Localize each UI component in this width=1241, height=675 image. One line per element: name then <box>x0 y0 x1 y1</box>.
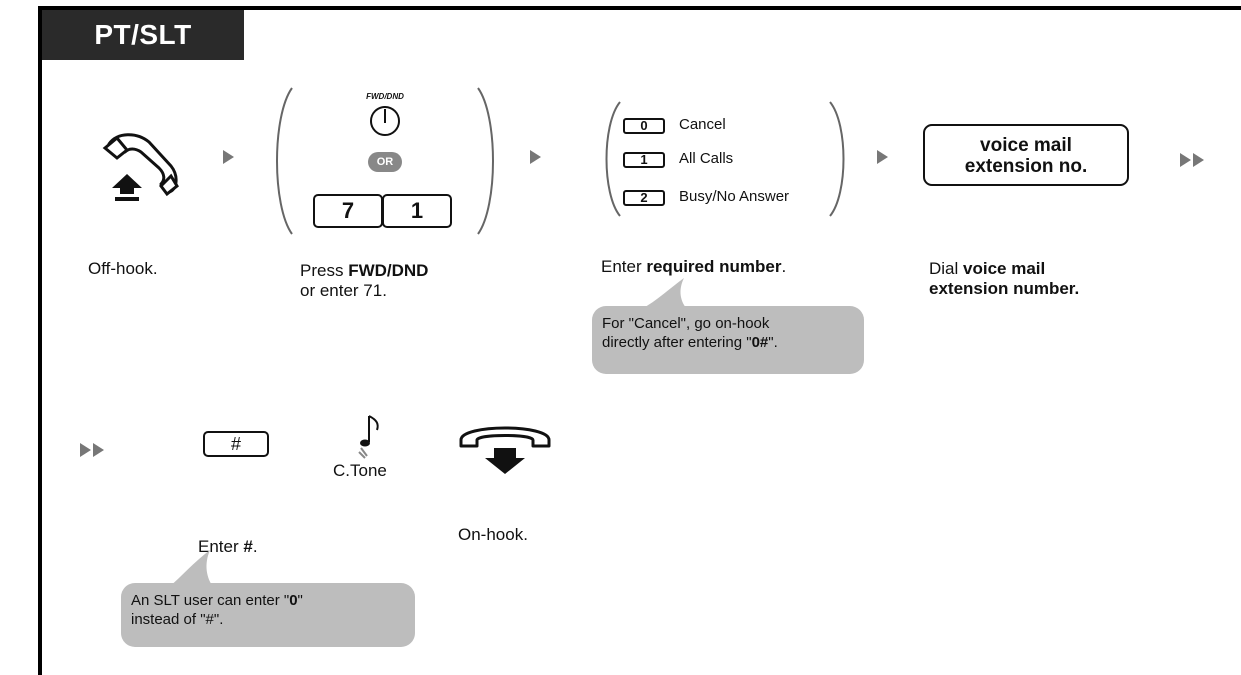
voice-mail-caption: Dial voice mail extension number. <box>929 259 1080 298</box>
off-hook-caption: Off-hook. <box>88 259 158 278</box>
continue-arrow-icon <box>80 443 91 457</box>
continue-arrow-icon <box>93 443 104 457</box>
tab-pt-slt: PT/SLT <box>42 10 244 60</box>
confirmation-tone-label: C.Tone <box>333 461 387 480</box>
callout-tail <box>640 278 688 310</box>
slt-note-bubble: An SLT user can enter "0" instead of "#"… <box>121 583 415 647</box>
left-paren-icon <box>605 101 621 217</box>
on-hook-handset-icon <box>459 426 551 474</box>
fwd-dnd-caption: Press FWD/DND or enter 71. <box>300 261 429 300</box>
hash-caption: Enter #. <box>198 537 258 556</box>
option-key-0: 0 <box>623 118 665 134</box>
option-label-all-calls: All Calls <box>679 150 734 167</box>
fwd-dnd-button-label: FWD/DND <box>366 92 404 101</box>
option-label-busy-no-answer: Busy/No Answer <box>679 188 790 205</box>
diagram-frame <box>38 6 1241 675</box>
arrow-icon <box>877 150 888 164</box>
key-7: 7 <box>313 194 383 228</box>
hash-key: # <box>203 431 269 457</box>
cancel-note-bubble: For "Cancel", go on-hook directly after … <box>592 306 864 374</box>
voice-mail-extension-box: voice mail extension no. <box>923 124 1129 186</box>
music-note-icon <box>358 415 379 459</box>
right-paren-icon <box>477 87 494 235</box>
arrow-icon <box>530 150 541 164</box>
fwd-dnd-button-icon <box>370 106 400 136</box>
continue-arrow-icon <box>1193 153 1204 167</box>
right-paren-icon <box>829 101 845 217</box>
arrow-icon <box>223 150 234 164</box>
option-label-cancel: Cancel <box>679 116 726 133</box>
key-1: 1 <box>382 194 452 228</box>
option-key-1: 1 <box>623 152 665 168</box>
off-hook-handset-icon <box>102 133 179 201</box>
on-hook-caption: On-hook. <box>458 525 528 544</box>
or-badge: OR <box>368 152 402 172</box>
left-paren-icon <box>276 87 293 235</box>
continue-arrow-icon <box>1180 153 1191 167</box>
option-key-2: 2 <box>623 190 665 206</box>
required-number-caption: Enter required number. <box>601 257 787 276</box>
callout-tail <box>168 550 214 588</box>
